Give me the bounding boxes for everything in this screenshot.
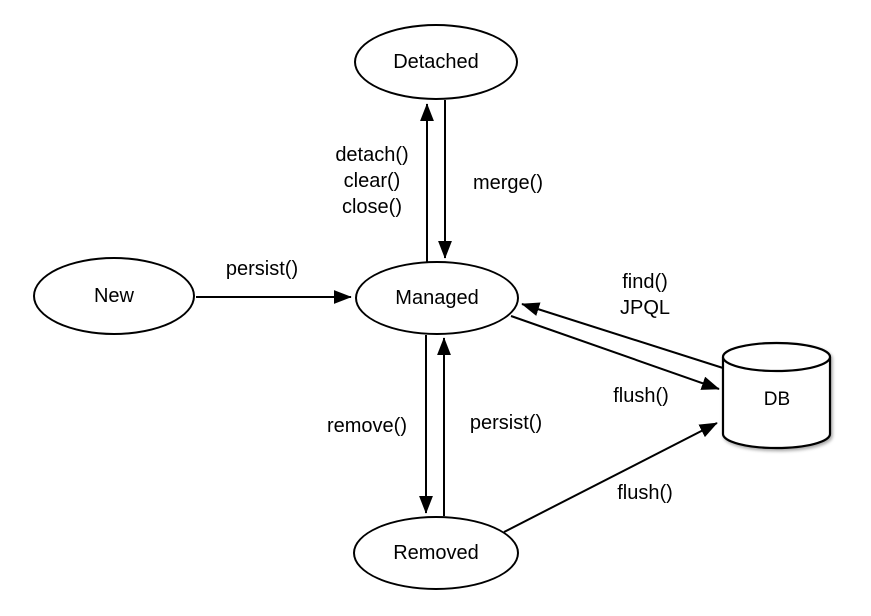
- edge-label-remove: remove(): [326, 415, 408, 437]
- arrow-flush-removed-db: [503, 422, 718, 533]
- edge-label-persist-bottom: persist(): [469, 412, 543, 434]
- node-managed-label: Managed: [395, 286, 479, 309]
- edge-label-find: find(): [622, 271, 668, 293]
- edge-label-jpql: JPQL: [619, 297, 671, 319]
- arrow-find-jpql: [521, 302, 724, 369]
- arrow-flush-managed-db: [510, 315, 720, 390]
- edge-label-close: close(): [341, 196, 402, 218]
- node-removed: Removed: [353, 516, 519, 590]
- edge-label-flush-removed: flush(): [617, 482, 673, 504]
- edge-label-detach: detach(): [335, 144, 409, 166]
- node-removed-label: Removed: [393, 541, 479, 564]
- edge-label-flush-managed: flush(): [613, 385, 669, 407]
- db-cylinder: [721, 341, 832, 450]
- edge-label-clear: clear(): [343, 170, 401, 192]
- node-new-label: New: [93, 284, 134, 307]
- edge-label-detach-clear-close: detach() clear() close(): [335, 142, 408, 220]
- node-detached: Detached: [354, 24, 518, 100]
- node-new: New: [33, 257, 195, 335]
- node-db-label: DB: [763, 389, 791, 410]
- db-cylinder-top: [721, 341, 832, 373]
- edge-label-find-jpql: find() JPQL: [620, 269, 670, 321]
- edge-label-persist-top: persist(): [225, 258, 299, 280]
- edge-label-merge: merge(): [472, 172, 544, 194]
- db-cylinder-body: [721, 357, 832, 450]
- node-managed: Managed: [355, 261, 519, 335]
- node-detached-label: Detached: [393, 50, 479, 73]
